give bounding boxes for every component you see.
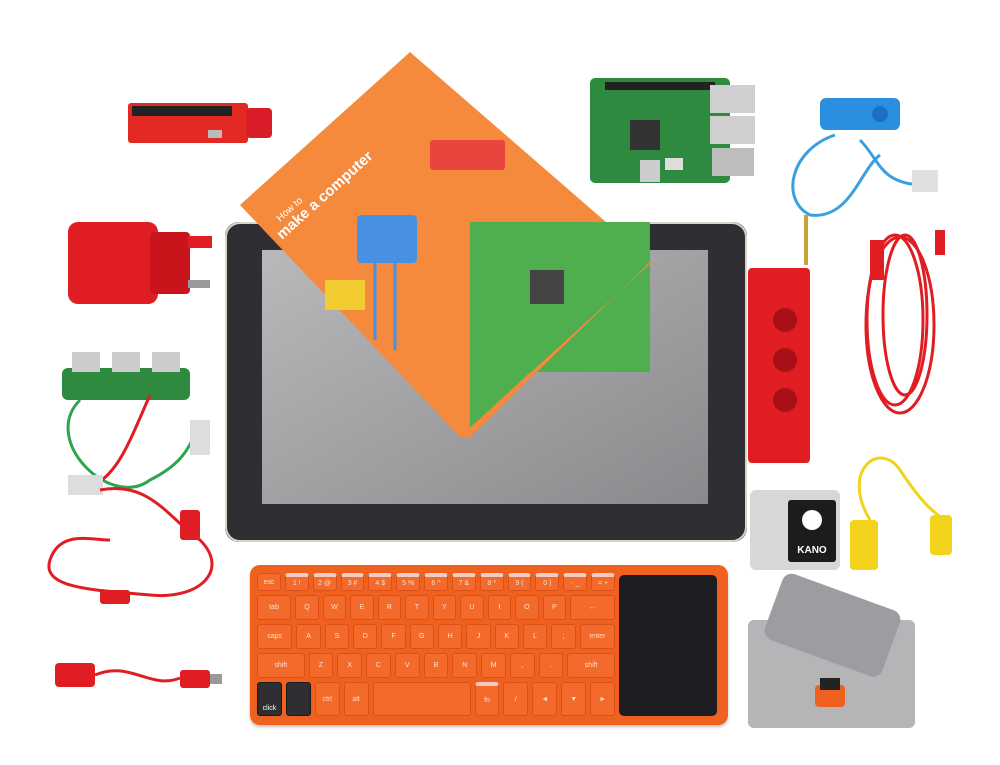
key[interactable]: fn <box>474 682 500 716</box>
red-speaker <box>748 268 810 463</box>
key[interactable]: / <box>503 682 529 716</box>
key[interactable]: Q <box>295 595 319 620</box>
key[interactable]: Z <box>308 653 334 678</box>
usb-hub <box>62 352 190 400</box>
key[interactable]: A <box>296 624 321 649</box>
grey-case-part <box>748 573 915 728</box>
key[interactable]: C <box>366 653 391 678</box>
key[interactable]: alt <box>343 682 369 716</box>
key[interactable]: F <box>381 624 406 649</box>
raspberry-pi-board <box>590 78 755 183</box>
key[interactable]: K <box>494 624 519 649</box>
key[interactable]: shift <box>567 653 615 678</box>
key[interactable]: 0 ) <box>535 573 560 591</box>
key[interactable]: O <box>515 595 539 620</box>
key[interactable]: tab <box>257 595 292 620</box>
key[interactable]: V <box>394 653 420 678</box>
key[interactable]: S <box>324 624 350 649</box>
key[interactable]: R <box>377 595 402 620</box>
key[interactable]: = + <box>591 573 615 591</box>
key[interactable]: E <box>350 595 374 620</box>
key[interactable] <box>372 682 471 716</box>
key[interactable]: M <box>481 653 506 678</box>
key[interactable] <box>285 682 311 716</box>
key[interactable]: X <box>337 653 363 678</box>
key[interactable]: ← <box>570 595 616 620</box>
key[interactable]: L <box>522 624 548 649</box>
key[interactable]: 6 ^ <box>424 573 448 591</box>
key[interactable]: ; <box>551 624 576 649</box>
yellow-hdmi-cable <box>850 456 952 570</box>
key[interactable]: enter <box>579 624 616 649</box>
key[interactable]: esc <box>257 573 281 591</box>
key[interactable]: - _ <box>563 573 588 591</box>
key[interactable]: 2 @ <box>312 573 337 591</box>
key[interactable]: 4 $ <box>368 573 393 591</box>
key[interactable]: . <box>538 653 564 678</box>
red-circuit-board <box>128 103 272 143</box>
touchpad[interactable] <box>619 575 717 716</box>
key[interactable]: J <box>466 624 491 649</box>
key[interactable]: D <box>353 624 378 649</box>
kano-sd-card: KANO <box>750 490 840 570</box>
sd-card-brand: KANO <box>797 545 827 556</box>
key[interactable]: caps <box>257 624 293 649</box>
key[interactable]: I <box>487 595 512 620</box>
key[interactable]: , <box>509 653 535 678</box>
key[interactable]: H <box>438 624 463 649</box>
key[interactable]: N <box>452 653 478 678</box>
key[interactable]: shift <box>257 653 305 678</box>
key[interactable]: ▼ <box>561 682 587 716</box>
key[interactable]: ◄ <box>532 682 558 716</box>
red-coiled-cable <box>864 230 945 415</box>
key[interactable]: W <box>322 595 347 620</box>
key[interactable]: B <box>423 653 449 678</box>
key[interactable]: 5 % <box>396 573 421 591</box>
key[interactable]: 3 # <box>340 573 365 591</box>
key[interactable]: U <box>460 595 484 620</box>
key[interactable]: 7 & <box>451 573 476 591</box>
red-power-plug <box>68 222 212 304</box>
key[interactable]: 1 ! <box>284 573 309 591</box>
how-to-booklet: How to make a computer <box>240 52 652 437</box>
key[interactable]: T <box>405 595 429 620</box>
key[interactable]: P <box>542 595 567 620</box>
key[interactable]: Y <box>432 595 457 620</box>
hub-cables <box>47 394 214 604</box>
key[interactable]: G <box>409 624 435 649</box>
short-red-cable <box>55 663 222 688</box>
key[interactable]: ► <box>590 682 615 716</box>
key[interactable]: click <box>257 682 282 716</box>
key[interactable]: 8 * <box>479 573 504 591</box>
key[interactable]: 9 ( <box>507 573 532 591</box>
blue-speaker-cable <box>791 98 938 265</box>
key[interactable]: ctrl <box>314 682 340 716</box>
